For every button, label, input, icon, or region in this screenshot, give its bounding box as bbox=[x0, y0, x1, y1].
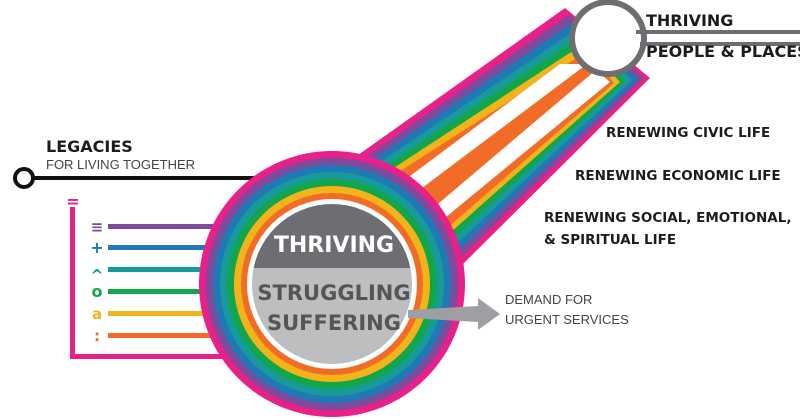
core-struggling-label: STRUGGLING bbox=[257, 281, 410, 305]
people-places-title: PEOPLE & PLACES bbox=[646, 42, 800, 61]
thriving-title: THRIVING bbox=[646, 11, 733, 30]
stripe-teal bbox=[108, 267, 224, 272]
labels: THRIVING PEOPLE & PLACES LEGACIES FOR LI… bbox=[46, 11, 800, 335]
tail-band-orange bbox=[366, 50, 614, 236]
stripe-green bbox=[108, 289, 224, 294]
legacies-subtitle: FOR LIVING TOGETHER bbox=[46, 157, 195, 172]
left-stripes bbox=[70, 207, 250, 359]
demand-label-1: DEMAND FOR bbox=[505, 292, 592, 307]
core-circle bbox=[199, 151, 465, 417]
demand-arrow bbox=[408, 298, 500, 330]
stripe-blue bbox=[108, 245, 228, 250]
stripe-purple bbox=[108, 224, 238, 229]
tail-gap-2 bbox=[426, 70, 610, 222]
bars-icon: ≡ bbox=[91, 218, 104, 236]
core-thriving-label: THRIVING bbox=[274, 233, 394, 258]
renewing-social-label-1: RENEWING SOCIAL, EMOTIONAL, bbox=[544, 210, 791, 226]
legacies-start-ring bbox=[13, 167, 35, 189]
renewing-economic-label: RENEWING ECONOMIC LIFE bbox=[575, 168, 781, 184]
demand-label-2: URGENT SERVICES bbox=[505, 312, 629, 327]
magenta-bracket-horizontal bbox=[70, 354, 250, 359]
plus-icon: + bbox=[90, 238, 103, 257]
stripe-orange bbox=[108, 333, 238, 338]
renewing-civic-label: RENEWING CIVIC LIFE bbox=[606, 125, 770, 141]
legacies-title: LEGACIES bbox=[46, 137, 133, 156]
colon-icon: : bbox=[94, 327, 100, 345]
circle-icon: o bbox=[92, 282, 103, 301]
a-icon: a bbox=[92, 305, 102, 323]
stripe-yellow bbox=[108, 311, 228, 316]
thriving-target bbox=[569, 0, 800, 77]
equals-icon: = bbox=[66, 192, 79, 211]
demand-arrow-shape bbox=[408, 298, 500, 330]
magenta-bracket-vertical bbox=[70, 207, 75, 359]
renewing-social-label-2: & SPIRITUAL LIFE bbox=[544, 232, 676, 248]
target-ring bbox=[569, 0, 647, 77]
core-suffering-label: SUFFERING bbox=[267, 311, 401, 335]
left-icons: = ≡ + ^ o a : bbox=[66, 192, 103, 345]
caret-icon: ^ bbox=[90, 266, 103, 285]
tail-gap-1 bbox=[398, 64, 587, 194]
